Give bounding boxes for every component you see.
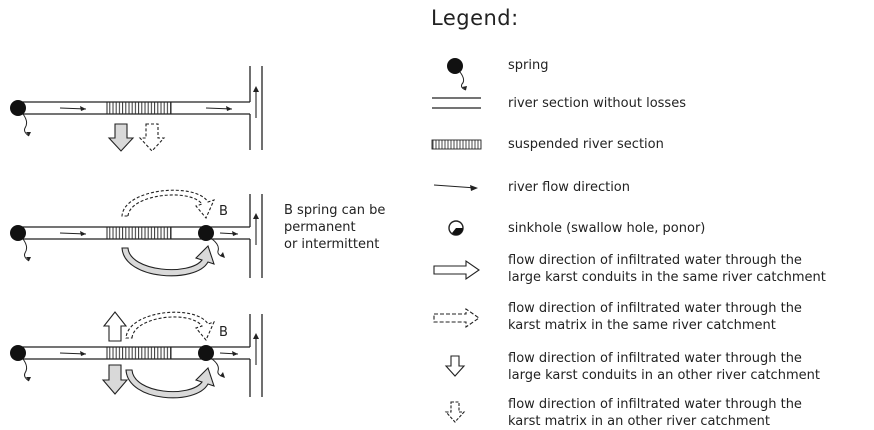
suspended-section-icon [431,139,482,150]
scenario-1-river-to-other-catchment [10,66,263,152]
matrix-other-catchment-icon [444,401,466,423]
matrix-same-catchment-arc-icon [125,311,216,342]
legend-item-suspended-section: suspended river section [508,137,664,152]
conduit-same-catchment-icon [433,259,480,281]
legend-line: flow direction of infiltrated water thro… [508,253,802,268]
suspended-river-section [106,101,172,115]
spring-a-icon [10,100,26,116]
suspended-river-section [106,346,172,360]
scenario-3-river-losses-both [10,311,263,399]
matrix-other-catchment-up-arrow-icon [102,311,128,342]
river-without-losses-icon [432,97,481,109]
legend-item-river-flow-direction: river flow direction [508,180,631,195]
legend-line: flow direction of infiltrated water thro… [508,351,802,366]
spring-icon [447,58,463,74]
legend-item-conduit-same-catchment: flow direction of infiltrated water thro… [508,252,868,286]
legend-item-matrix-other-catchment: flow direction of infiltrated water thro… [508,396,868,430]
legend-line: karst matrix in the same river catchment [508,318,776,333]
legend-line: flow direction of infiltrated water thro… [508,301,802,316]
suspended-river-section [106,226,172,240]
spring-a-icon [10,225,26,241]
legend-title: Legend: [431,6,519,30]
conduit-same-catchment-arc-icon [121,244,215,277]
legend-line: large karst conduits in an other river c… [508,368,820,383]
legend-line: flow direction of infiltrated water thro… [508,397,802,412]
note-line: B spring can be [284,203,386,218]
legend-item-matrix-same-catchment: flow direction of infiltrated water thro… [508,300,868,334]
spring-b-icon [198,225,214,241]
sinkhole-icon [448,220,464,236]
spring-b-label: B [219,204,228,219]
matrix-same-catchment-icon [433,307,480,329]
legend-item-sinkhole: sinkhole (swallow hole, ponor) [508,221,706,236]
legend-item-river-without-losses: river section without losses [508,96,686,111]
legend-line: large karst conduits in the same river c… [508,270,826,285]
conduit-other-catchment-arrow-icon [107,123,135,152]
river-flow-direction-icon [433,184,477,189]
spring-b-note: B spring can be permanent or intermitten… [284,202,404,253]
legend-item-spring: spring [508,58,549,73]
conduit-other-catchment-arrow-icon [101,364,129,395]
spring-b-label: B [219,325,228,340]
legend-item-conduit-other-catchment: flow direction of infiltrated water thro… [508,350,868,384]
conduit-other-catchment-icon [444,355,466,377]
spring-a-icon [10,345,26,361]
legend-symbols [431,58,482,423]
matrix-other-catchment-arrow-icon [138,123,166,152]
note-line: permanent [284,220,356,235]
note-line: or intermittent [284,237,380,252]
conduit-same-catchment-arc-icon [125,366,215,399]
spring-b-icon [198,345,214,361]
spring-outflow-icon [22,113,30,137]
matrix-same-catchment-arc-icon [121,189,216,220]
scenario-2-river-to-spring-b [10,189,263,278]
legend-line: karst matrix in an other river catchment [508,414,770,429]
